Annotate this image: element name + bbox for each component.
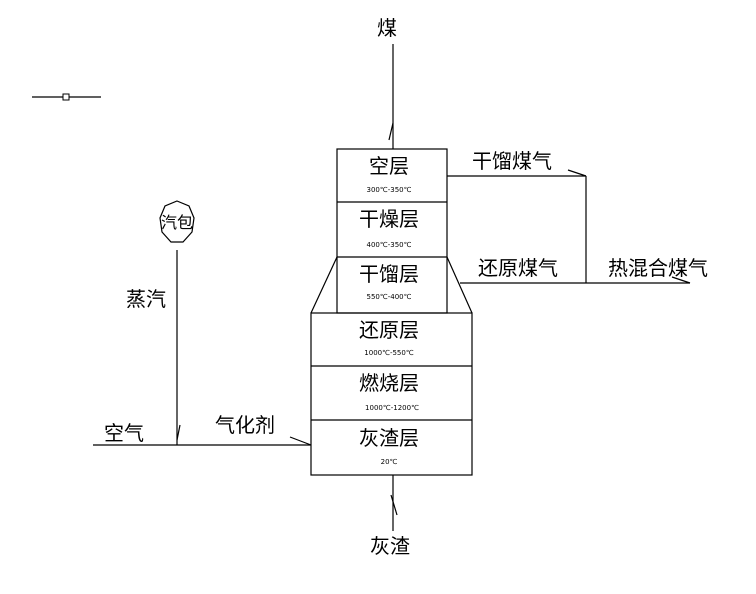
steam-drum-octagon	[159, 200, 195, 243]
layer-distillation-temp: 550℃-400℃	[367, 293, 412, 301]
mixed-gas-tick	[671, 276, 691, 284]
taper-right	[446, 256, 473, 314]
gasifying-agent-label: 气化剂	[215, 413, 275, 437]
layer-reduction-name: 还原层	[359, 318, 419, 342]
layer-empty-temp: 300℃-350℃	[367, 186, 412, 194]
layer-reduction-temp: 1000℃-550℃	[364, 349, 414, 357]
ash-label: 灰渣	[370, 534, 410, 558]
marker-square	[62, 93, 70, 101]
dd-gas-tick	[567, 169, 587, 177]
taper-left	[310, 256, 338, 314]
coal-label: 煤	[377, 16, 397, 40]
lower-body	[310, 312, 473, 476]
layer-empty-name: 空层	[369, 154, 409, 178]
layer-drying-name: 干燥层	[359, 207, 419, 231]
ash-tick	[390, 494, 398, 516]
reduction-gas-label: 还原煤气	[478, 256, 558, 280]
layer-combustion-name: 燃烧层	[359, 371, 419, 395]
mixed-gas-label: 热混合煤气	[608, 256, 708, 280]
coal-arrow-tick	[388, 122, 394, 141]
layer-combustion-temp: 1000℃-1200℃	[365, 404, 419, 412]
steam-tick	[176, 424, 181, 441]
agent-tick	[289, 436, 312, 446]
layer-drying-temp: 400℃-350℃	[367, 241, 412, 249]
steam-label: 蒸汽	[126, 287, 166, 311]
layer-distillation-name: 干馏层	[359, 262, 419, 286]
layer-ash-name: 灰渣层	[359, 426, 419, 450]
dd-gas-label: 干馏煤气	[472, 149, 552, 173]
air-label: 空气	[104, 421, 144, 445]
layer-ash-temp: 20℃	[381, 458, 398, 466]
steam-drum-label: 汽包	[161, 213, 193, 232]
